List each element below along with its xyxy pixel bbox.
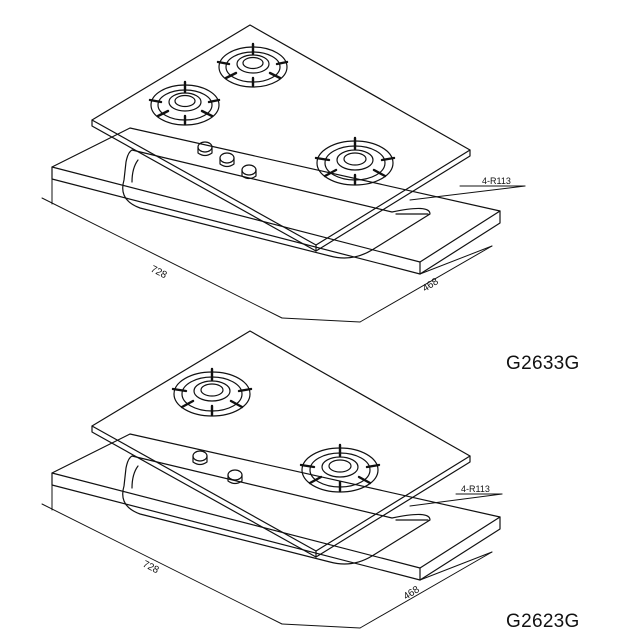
corner-radius-note: 4-R113: [482, 176, 511, 186]
burner-top: [216, 42, 289, 88]
dimension-lines: [41, 484, 503, 629]
knob-1: [197, 141, 213, 157]
glass-top-plate: [91, 24, 471, 252]
model-label-g2633g: G2633G: [506, 353, 580, 374]
dimension-depth: 468: [421, 276, 441, 295]
dimension-depth: 468: [402, 584, 422, 603]
countertop-slab: [51, 127, 501, 275]
control-knobs: [192, 450, 243, 485]
control-knobs: [197, 141, 257, 180]
knob-2: [227, 469, 243, 485]
cooktop-drawing-g2633g: 728 468 4-R113: [41, 24, 526, 323]
burner-right: [314, 136, 396, 186]
countertop-slab: [51, 433, 501, 581]
burner-left: [148, 80, 221, 126]
glass-top-plate: [91, 330, 471, 558]
model-label-g2623g: G2623G: [506, 611, 580, 632]
knob-3: [241, 164, 257, 180]
corner-radius-note: 4-R113: [461, 484, 490, 494]
burner-left: [171, 367, 253, 417]
burner-right: [299, 443, 381, 493]
knob-2: [219, 152, 235, 168]
dimension-width: 728: [149, 264, 169, 282]
dimension-lines: [41, 178, 526, 323]
knob-1: [192, 450, 208, 466]
cooktop-drawing-g2623g: 728 468 4-R113: [41, 330, 503, 629]
